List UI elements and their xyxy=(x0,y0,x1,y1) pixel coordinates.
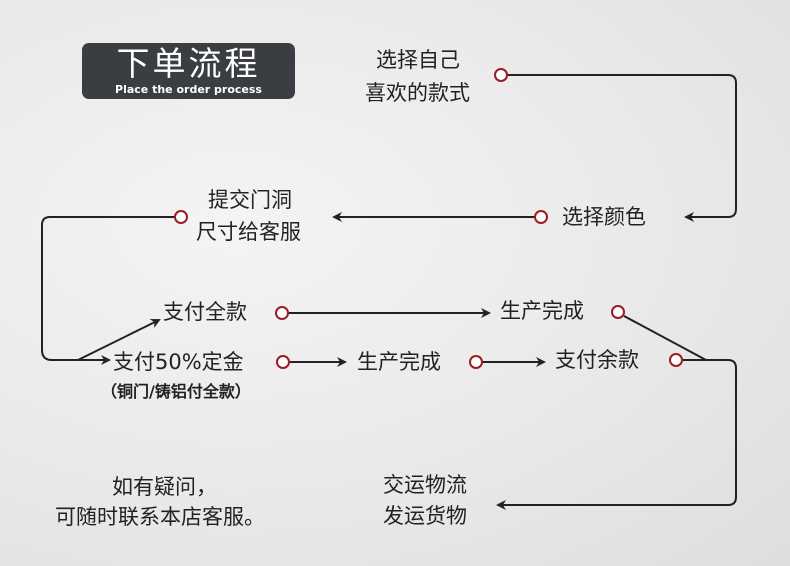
step-choose-style-line2: 喜欢的款式 xyxy=(365,81,470,105)
connector-style-to-color xyxy=(507,74,737,222)
node-circle xyxy=(276,355,290,369)
contact-line1: 如有疑问， xyxy=(112,475,217,499)
step-shipping-line1: 交运物流 xyxy=(383,473,467,497)
page-title: 下单流程 xyxy=(116,44,261,83)
connector-production-a-to-balance xyxy=(623,315,707,361)
step-pay-deposit: 支付50%定金 xyxy=(113,350,244,374)
connector-balance-to-shipping xyxy=(496,359,737,510)
step-pay-full: 支付全款 xyxy=(163,300,247,324)
step-pay-balance: 支付余款 xyxy=(555,348,639,372)
node-circle xyxy=(275,306,289,320)
step-production-b: 生产完成 xyxy=(357,350,441,374)
title-banner: 下单流程 Place the order process xyxy=(82,43,295,99)
step-production-a: 生产完成 xyxy=(500,299,584,323)
node-circle xyxy=(174,210,188,224)
contact-line2: 可随时联系本店客服。 xyxy=(55,505,265,529)
step-submit-size-line1: 提交门洞 xyxy=(208,188,292,212)
page-subtitle: Place the order process xyxy=(115,83,262,96)
deposit-note: （铜门/铸铝付全款） xyxy=(101,382,251,401)
node-circle xyxy=(669,353,683,367)
step-choose-color: 选择颜色 xyxy=(562,205,646,229)
node-circle xyxy=(611,305,625,319)
step-choose-style-line1: 选择自己 xyxy=(376,48,460,72)
connector-submit-to-deposit xyxy=(41,216,175,365)
connector-to-pay-full xyxy=(77,319,161,361)
node-circle xyxy=(494,68,508,82)
node-circle xyxy=(534,210,548,224)
step-shipping-line2: 发运货物 xyxy=(383,504,467,528)
node-circle xyxy=(469,355,483,369)
step-submit-size-line2: 尺寸给客服 xyxy=(196,220,301,244)
